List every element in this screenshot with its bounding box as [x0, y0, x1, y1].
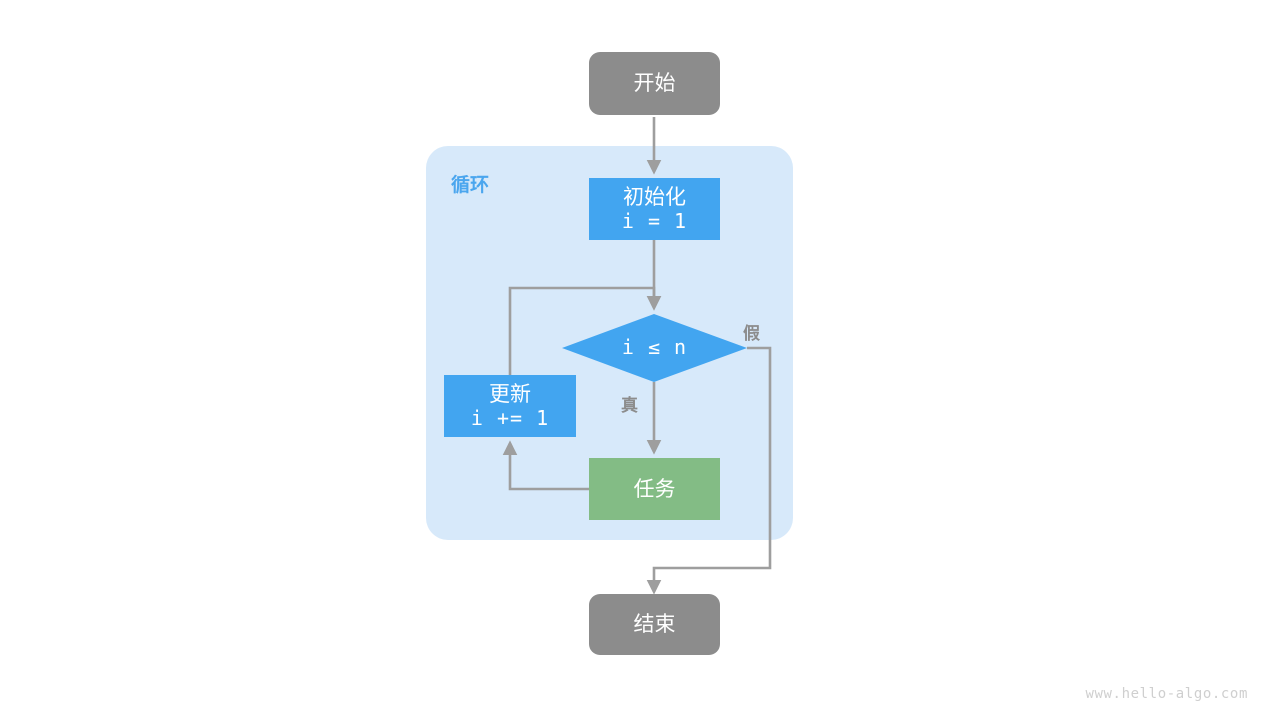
edge-update-to-cond — [508, 286, 662, 375]
edge-task-to-update — [502, 440, 589, 491]
loop-group-label: 循环 — [451, 174, 490, 196]
node-task[interactable] — [589, 458, 720, 520]
edge-cond-to-end — [646, 346, 772, 595]
node-update[interactable] — [444, 375, 576, 437]
edge-label-true: 真 — [621, 396, 638, 416]
node-start[interactable] — [589, 52, 720, 115]
node-condition[interactable] — [562, 314, 747, 382]
watermark: www.hello-algo.com — [1085, 686, 1248, 702]
node-init[interactable] — [589, 178, 720, 240]
node-end[interactable] — [589, 594, 720, 655]
edge-label-false: 假 — [743, 324, 760, 344]
